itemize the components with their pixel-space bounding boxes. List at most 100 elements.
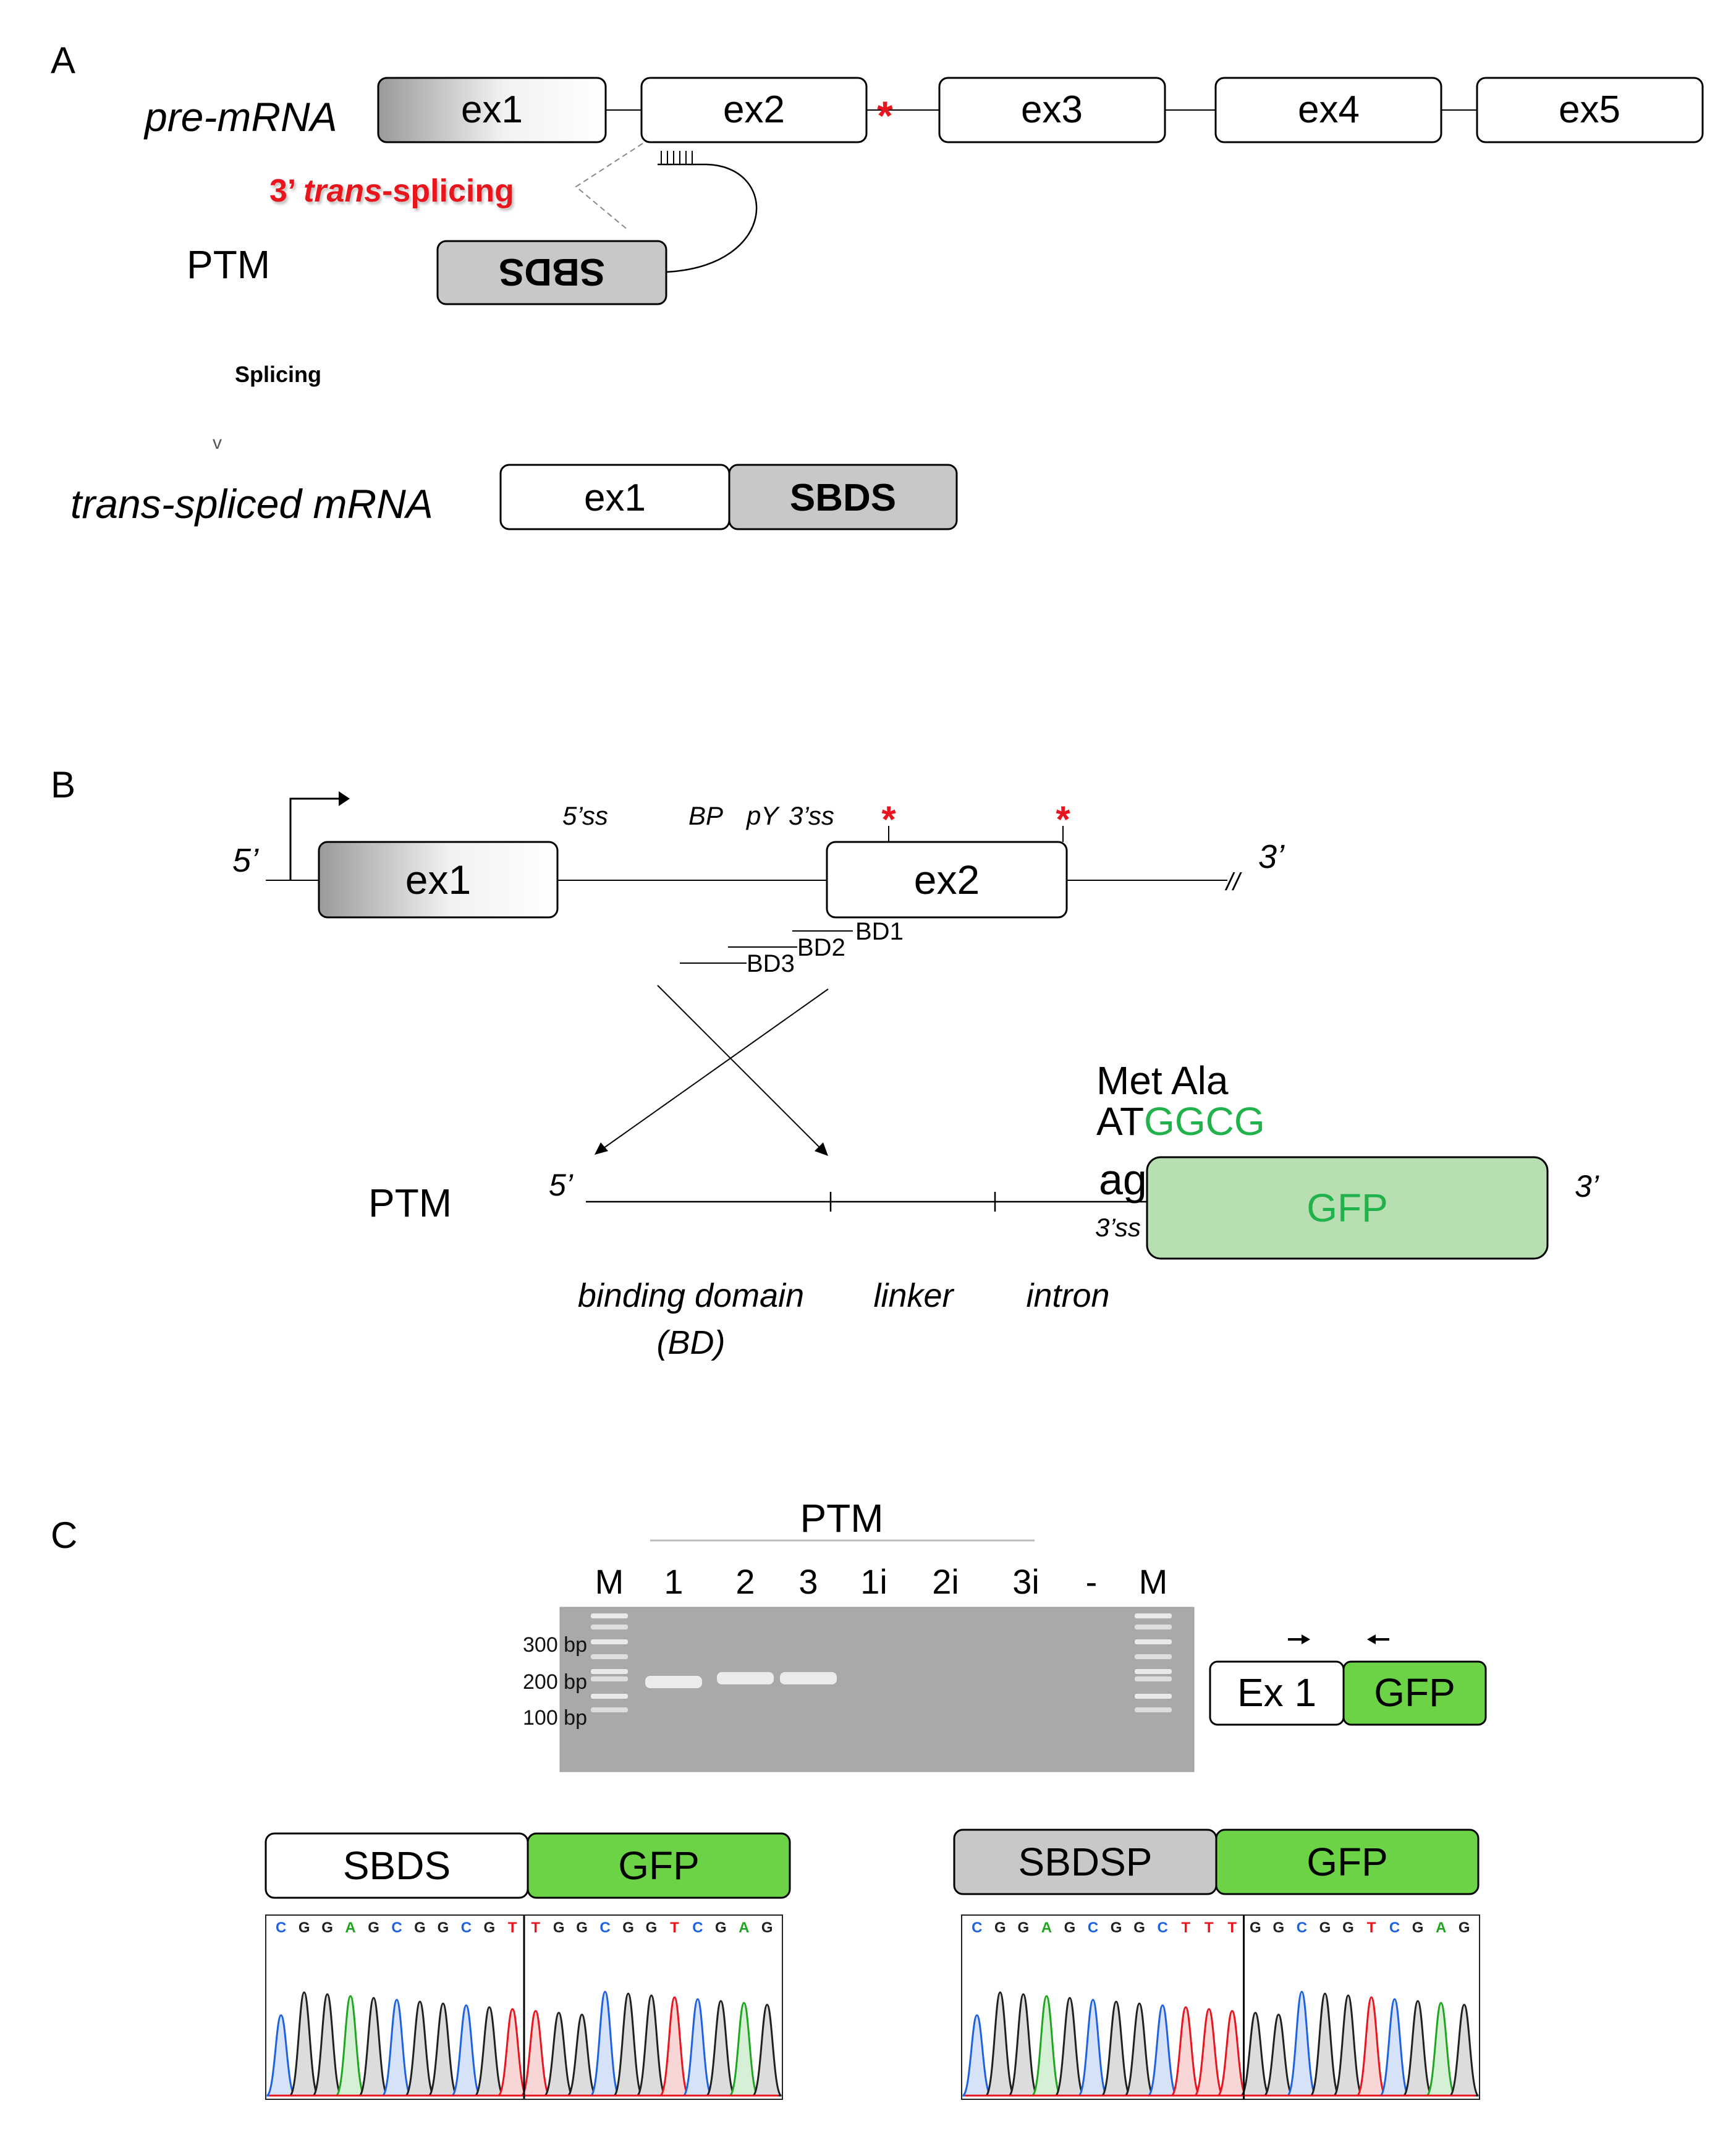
ladder-band (1135, 1613, 1172, 1618)
3ss-label: 3’ss (789, 801, 834, 830)
trace-peak (1077, 1999, 1109, 2097)
five-prime-label: 5’ (232, 842, 259, 879)
trace-peak (311, 1993, 343, 2097)
lane-label: - (1086, 1562, 1098, 1601)
primer-gfp-label: GFP (1374, 1670, 1455, 1715)
trace-peak (566, 2013, 598, 2097)
bd2-label: BD2 (797, 934, 845, 961)
base-call: A (1041, 1919, 1052, 1936)
arrowhead-icon (595, 1142, 608, 1155)
lane-label: 2i (932, 1562, 959, 1601)
exon-4-box (1214, 77, 1442, 143)
ptm-sbds-label-inverted: SBDS (499, 250, 605, 293)
trace-peak (729, 2002, 760, 2097)
base-call: C (599, 1919, 610, 1936)
ladder-band (591, 1676, 628, 1681)
lane-label: 1i (860, 1562, 887, 1601)
panel-a-label: A (51, 40, 75, 81)
trace-peak (1193, 2008, 1224, 2097)
primer-ex1-label: Ex 1 (1237, 1670, 1316, 1715)
pre-mrna-label: pre-mRNA (143, 94, 337, 140)
trace-peak (1379, 1998, 1410, 2097)
trace-peak (335, 1995, 366, 2097)
base-call: G (553, 1919, 565, 1936)
trace-peak (682, 1998, 713, 2097)
seq-right-sbdsp-label: SBDSP (1018, 1840, 1153, 1884)
trace-peak (428, 2002, 459, 2097)
trace-peak (474, 2006, 505, 2097)
5ss-label: 5’ss (562, 801, 608, 830)
base-call: G (715, 1919, 727, 1936)
base-pairing-ticks (661, 151, 693, 164)
trace-peak (451, 2004, 482, 2097)
product-band (717, 1672, 774, 1685)
lane-label: 1 (664, 1562, 683, 1601)
base-call: G (761, 1919, 773, 1936)
ptm-3ss-label: 3’ss (1095, 1213, 1141, 1242)
base-call: G (414, 1919, 426, 1936)
base-call: A (1436, 1919, 1446, 1936)
b-exon-2-label: ex2 (914, 857, 980, 903)
base-call: G (1342, 1919, 1354, 1936)
product-band (645, 1676, 702, 1689)
intron-label: intron (1026, 1277, 1109, 1314)
trace-peak (1124, 2002, 1155, 2097)
base-call: G (622, 1919, 634, 1936)
base-call: G (994, 1919, 1006, 1936)
trace-peak (752, 2003, 782, 2097)
trans-spliced-mrna-label: trans-spliced mRNA (70, 481, 433, 527)
trace-peak (497, 2008, 528, 2097)
ladder-band (1135, 1625, 1172, 1629)
base-call: T (1205, 1919, 1214, 1936)
ladder-band (1135, 1694, 1172, 1699)
base-call: G (646, 1919, 658, 1936)
product-exon-1-label: ex1 (584, 477, 646, 519)
ladder-band (591, 1707, 628, 1712)
codon-label: ATGGCG (1096, 1099, 1265, 1144)
trace-peak (1147, 2004, 1178, 2097)
trace-peak (1402, 2000, 1433, 2097)
trace-peak (1310, 1992, 1340, 2097)
down-arrow-icon: v (213, 433, 222, 453)
trace-peak (1286, 1990, 1318, 2097)
seq-left-sbds-label: SBDS (343, 1843, 451, 1888)
trace-peak (659, 1996, 690, 2097)
base-call: T (1367, 1919, 1376, 1936)
base-call: G (1459, 1919, 1470, 1936)
base-call: C (1157, 1919, 1167, 1936)
base-call: C (276, 1919, 286, 1936)
mutation-star: * (877, 93, 893, 138)
trace-peak (984, 1991, 1016, 2097)
binding-domain-label: binding domain (578, 1277, 804, 1314)
ladder-band (1135, 1707, 1172, 1712)
product-band (780, 1672, 837, 1685)
trace-peak (1170, 2006, 1201, 2097)
base-call: G (1250, 1919, 1261, 1936)
ladder-band (1135, 1669, 1172, 1674)
base-call: C (1088, 1919, 1098, 1936)
bd1-label: BD1 (855, 918, 904, 945)
trace-peak (636, 1994, 667, 2097)
panel-b-label: B (51, 764, 75, 805)
trace-peak (1217, 2010, 1248, 2097)
splice-dashed-line (575, 143, 643, 231)
trace-peak (1263, 2013, 1294, 2097)
polypyrimidine-label: pY (745, 801, 780, 830)
trace-peak (1054, 1997, 1085, 2097)
base-call: T (670, 1919, 679, 1936)
ladder-band (591, 1639, 628, 1644)
base-call: G (368, 1919, 379, 1936)
base-call: G (1064, 1919, 1076, 1936)
base-call: G (1133, 1919, 1145, 1936)
seq-right-gfp-label: GFP (1306, 1840, 1388, 1884)
trace-peak (266, 2014, 297, 2097)
ptm-gfp-label: GFP (1306, 1186, 1388, 1230)
exon-4-label: ex4 (1298, 88, 1360, 131)
trace-peak (1008, 1993, 1039, 2097)
lane-label: 3 (798, 1562, 818, 1601)
ptm-header: PTM (800, 1496, 883, 1540)
